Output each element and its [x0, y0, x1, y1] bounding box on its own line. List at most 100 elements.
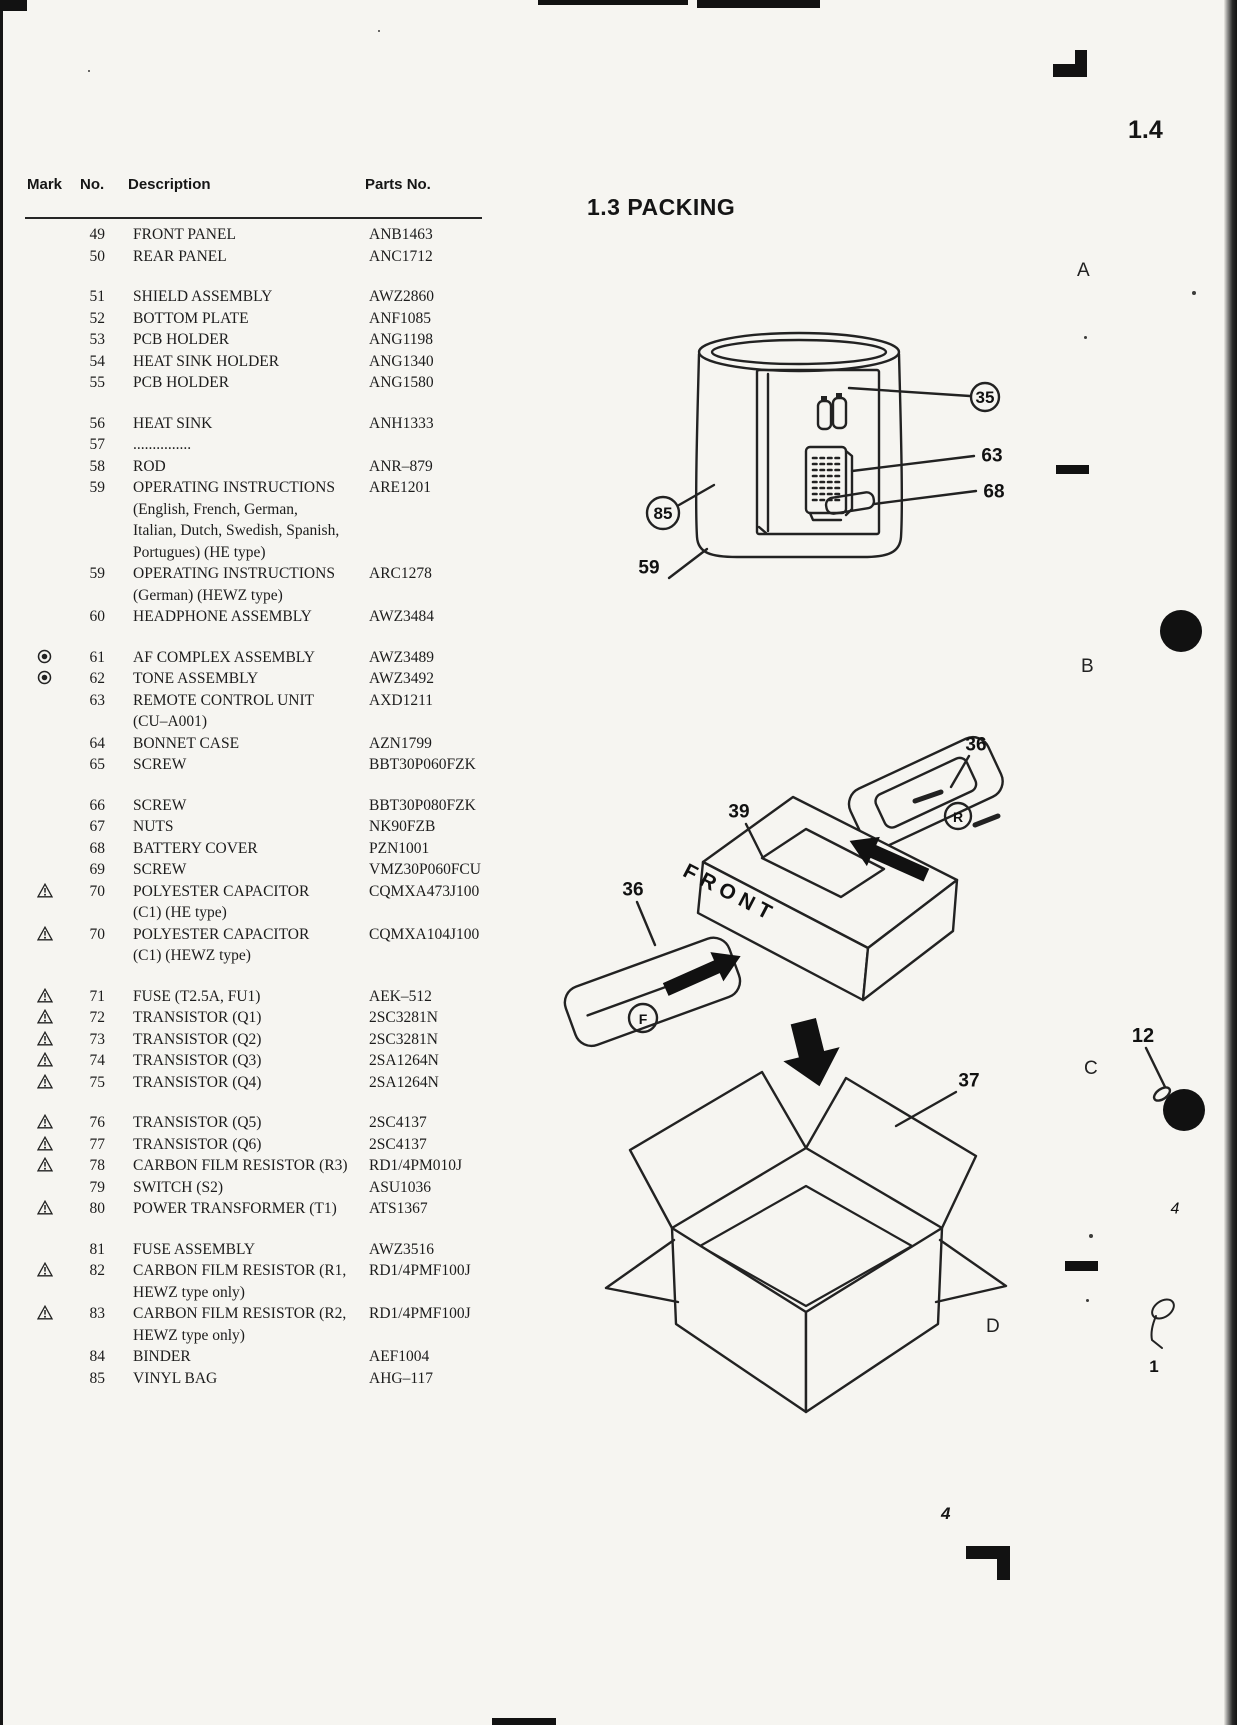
part-number-cell: ANF1085	[369, 309, 432, 327]
part-no-cell: 75	[89, 1073, 106, 1091]
crop-mark-bottom-right	[997, 1556, 1010, 1580]
leader-63	[850, 454, 976, 473]
part-number-cell: ANG1580	[369, 374, 434, 391]
mark-cell	[27, 308, 79, 330]
scan-speck	[1086, 1299, 1089, 1302]
front-pad-letter-circle	[627, 1002, 659, 1034]
part-description-cell: ROD	[133, 457, 166, 475]
scan-speck	[378, 30, 380, 32]
part-description-cell: POWER TRANSFORMER (T1)	[133, 1200, 337, 1217]
part-number-cell: AWZ3484	[369, 608, 435, 625]
part-no-cell	[79, 1325, 105, 1347]
leader-12	[1144, 1046, 1169, 1093]
part-description-continuation: HEWZ type only)	[133, 1326, 245, 1344]
header-description: Description	[128, 176, 211, 193]
mark-cell	[27, 286, 79, 308]
spacer-cell	[105, 711, 133, 733]
spacer-cell	[105, 1134, 133, 1156]
rear-pad-letter: R	[953, 809, 963, 825]
part-number-cell: ANC1712	[369, 247, 433, 265]
warning-mark-icon	[27, 986, 79, 1008]
part-no-cell	[79, 902, 105, 924]
part-number-cell: ARE1201	[369, 479, 431, 496]
margin-letter-a: A	[1077, 260, 1090, 281]
part-number-cell: PZN1001	[369, 839, 430, 857]
callout-vinyl-bag: 85	[654, 504, 673, 523]
mark-cell	[27, 733, 79, 755]
part-no-cell	[79, 945, 105, 967]
spacer-cell	[105, 499, 133, 521]
callout-circle-85	[645, 495, 681, 531]
spacer-cell	[105, 413, 133, 435]
spacer-cell	[105, 986, 133, 1008]
part-number-cell: 2SA1264N	[369, 1052, 439, 1069]
part-no-cell: 60	[89, 608, 106, 625]
margin-bar	[1065, 1261, 1098, 1271]
part-no-cell: 66	[89, 796, 106, 814]
table-header-rule	[25, 217, 482, 219]
part-description-cell: TRANSISTOR (Q4)	[133, 1073, 262, 1091]
spacer-cell	[105, 945, 133, 967]
spacer-cell	[105, 1007, 133, 1029]
part-description-cell: AF COMPLEX ASSEMBLY	[133, 648, 315, 666]
part-number-cell: AWZ2860	[369, 288, 435, 305]
warning-mark-icon	[27, 1155, 79, 1177]
header-mark: Mark	[27, 176, 63, 193]
callout-batteries: 35	[976, 388, 995, 407]
battery-cover-drawing	[824, 491, 876, 515]
part-number-cell: 2SC4137	[369, 1114, 427, 1131]
leader-37	[894, 1090, 958, 1128]
part-number-cell: ANR–879	[369, 457, 433, 475]
spacer-cell	[105, 563, 133, 585]
spacer-cell	[105, 668, 133, 690]
section-ref: 1.4	[1128, 116, 1163, 144]
spacer-cell	[105, 1029, 133, 1051]
part-description-cell: ...............	[133, 436, 192, 453]
part-number-cell: AWZ3516	[369, 1240, 435, 1258]
part-description-continuation: (C1) (HEWZ type)	[133, 947, 251, 964]
leader-85	[677, 483, 716, 507]
part-no-cell	[79, 711, 105, 733]
mark-cell	[27, 606, 79, 628]
foam-stripe	[912, 789, 944, 804]
mark-cell	[27, 520, 79, 542]
part-no-cell: 59	[89, 565, 106, 582]
scan-speck	[1084, 336, 1087, 339]
mark-cell	[27, 1368, 79, 1390]
bullseye-mark-icon	[27, 647, 79, 669]
scan-speck	[88, 70, 90, 72]
part-no-cell: 74	[89, 1052, 106, 1069]
wrapped-unit-drawing	[696, 795, 959, 1002]
part-no-cell: 85	[89, 1369, 106, 1387]
part-no-cell: 49	[89, 226, 106, 243]
leader-36-rear	[949, 754, 971, 789]
part-no-cell	[79, 1282, 105, 1304]
part-number-cell: ANG1340	[369, 352, 434, 370]
part-description-continuation: (C1) (HE type)	[133, 904, 227, 921]
part-no-cell: 78	[89, 1157, 106, 1174]
leader-39	[744, 822, 764, 858]
part-number-cell	[369, 542, 507, 564]
spacer-cell	[105, 733, 133, 755]
callout-circle-35	[969, 381, 1001, 413]
rear-pad-letter-circle	[943, 801, 973, 831]
part-number-cell	[369, 1282, 507, 1304]
mark-cell	[27, 224, 79, 246]
spacer-cell	[105, 606, 133, 628]
